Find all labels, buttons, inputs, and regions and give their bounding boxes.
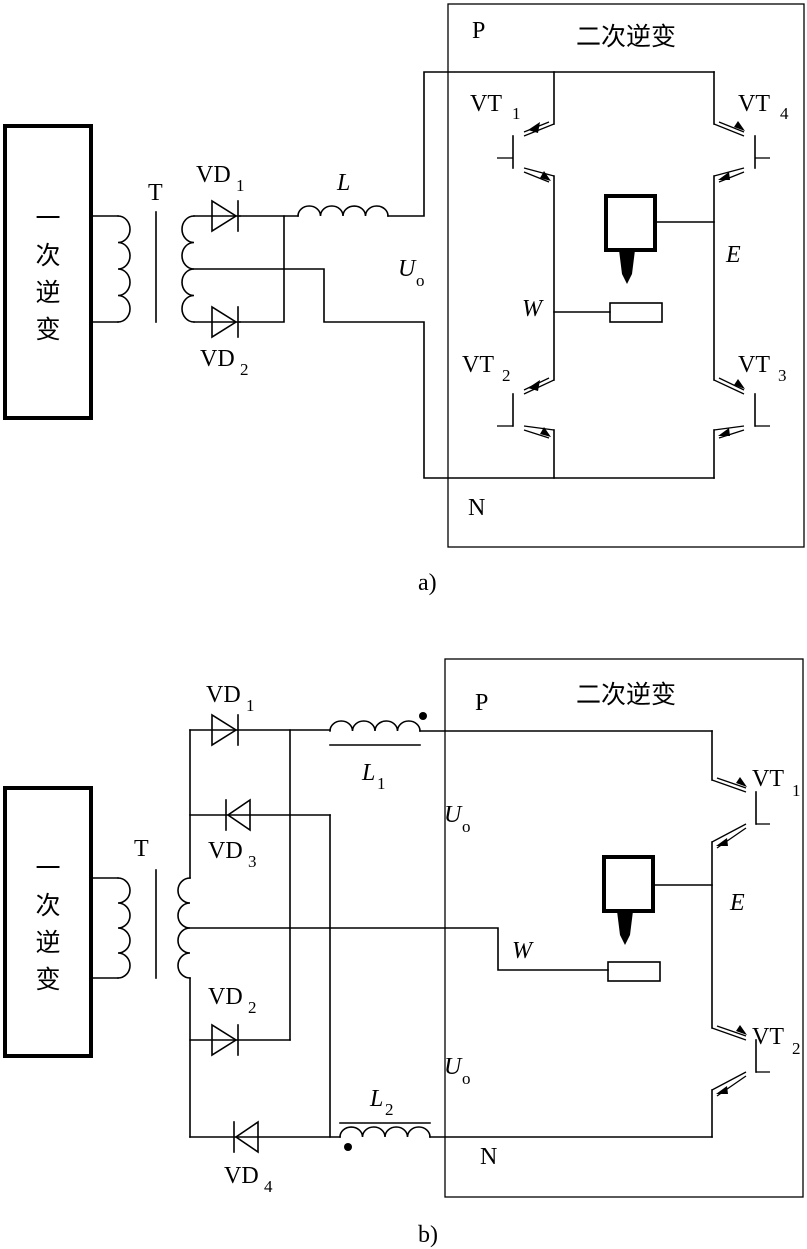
primary-inverter-char-1: 一 bbox=[35, 204, 60, 233]
rail-p-label-a: P bbox=[472, 18, 485, 44]
uo-sub-top-b: o bbox=[462, 817, 471, 836]
transistor-vt1-b: VT 1 bbox=[711, 766, 801, 849]
vd1-label-a: VD bbox=[196, 162, 231, 188]
workpiece-label-b: W bbox=[512, 938, 534, 964]
inductor-l1-sub-b: 1 bbox=[377, 774, 386, 793]
vd1-label-b: VD bbox=[206, 682, 241, 708]
diode-vd1-b: VD 1 bbox=[189, 682, 331, 747]
caption-a: a) bbox=[418, 570, 437, 596]
vt4-sub-a: 4 bbox=[780, 104, 789, 123]
electrode-label-b: E bbox=[729, 890, 745, 916]
vd3-sub-b: 3 bbox=[248, 852, 257, 871]
vt2-sub-b: 2 bbox=[792, 1039, 801, 1058]
primary-inverter-char-2: 次 bbox=[35, 241, 60, 270]
inductor-l2-b: L 2 bbox=[339, 1086, 431, 1151]
primary-inverter-char-3: 逆 bbox=[35, 278, 60, 307]
secondary-inverter-box-b bbox=[444, 658, 804, 1198]
transformer-b: T bbox=[90, 836, 191, 979]
vd2-sub-b: 2 bbox=[248, 998, 257, 1017]
vd1-sub-b: 1 bbox=[246, 696, 255, 715]
primary-inverter-block-b bbox=[3, 786, 93, 1058]
vd4-sub-b: 4 bbox=[264, 1177, 273, 1196]
secondary-inverter-label-a: 二次逆变 bbox=[576, 22, 676, 51]
transformer-secondary-winding-b bbox=[177, 877, 191, 979]
vt1-sub-b: 1 bbox=[792, 781, 801, 800]
vd3-label-b: VD bbox=[208, 838, 243, 864]
uo-label-top-b: U bbox=[444, 802, 463, 828]
primary-inverter-label-a: 一 次 逆 变 bbox=[35, 204, 60, 344]
inductor-l-a bbox=[297, 205, 389, 217]
inductor-l2-sub-b: 2 bbox=[385, 1100, 394, 1119]
inductor-l2-label-b: L bbox=[369, 1086, 383, 1112]
uo-label-a: U bbox=[398, 256, 417, 282]
vt3-label-a: VT bbox=[738, 352, 770, 378]
secondary-inverter-label-b: 二次逆变 bbox=[576, 680, 676, 709]
vt2-sub-a: 2 bbox=[502, 366, 511, 385]
inductor-l1-b: L 1 bbox=[329, 712, 427, 793]
transformer-a: T bbox=[90, 180, 213, 323]
rail-n-label-a: N bbox=[468, 495, 485, 521]
primary-inverter-label-b: 一 次 逆 变 bbox=[35, 854, 60, 994]
diode-vd2-b: VD 2 bbox=[189, 984, 291, 1057]
workpiece-label-a: W bbox=[522, 296, 544, 322]
caption-b: b) bbox=[418, 1222, 438, 1248]
transistor-vt4-a: VT 4 bbox=[713, 91, 789, 183]
vt1-label-a: VT bbox=[470, 91, 502, 117]
vd1-sub-a: 1 bbox=[236, 176, 245, 195]
vt1-label-b: VT bbox=[752, 766, 784, 792]
vd2-sub-a: 2 bbox=[240, 360, 249, 379]
vd2-label-b: VD bbox=[208, 984, 243, 1010]
diagram-a: 一 次 逆 变 T VD 1 VD 2 bbox=[3, 3, 805, 596]
transformer-primary-winding-b bbox=[117, 877, 131, 979]
diode-vd3-b: VD 3 bbox=[189, 798, 331, 871]
primary-inverter-char-4: 变 bbox=[35, 315, 60, 344]
primary-inverter-char-4-b: 变 bbox=[35, 965, 60, 994]
workpiece-b bbox=[607, 961, 661, 982]
rail-p-label-b: P bbox=[475, 690, 488, 716]
vt2-label-a: VT bbox=[462, 352, 494, 378]
diode-vd2-a: VD 2 bbox=[200, 305, 249, 379]
electrode-label-a: E bbox=[725, 242, 741, 268]
transformer-label-a: T bbox=[148, 180, 163, 206]
transistor-vt1-a: VT 1 bbox=[470, 91, 555, 183]
transformer-primary-winding-a bbox=[117, 215, 131, 323]
inductor-l1-label-b: L bbox=[361, 760, 375, 786]
rail-n-label-b: N bbox=[480, 1144, 497, 1170]
transformer-label-b: T bbox=[134, 836, 149, 862]
inductor-l-label-a: L bbox=[336, 170, 350, 196]
vt4-label-a: VT bbox=[738, 91, 770, 117]
welding-torch-a bbox=[604, 194, 657, 284]
primary-inverter-char-3-b: 逆 bbox=[35, 928, 60, 957]
transformer-secondary-winding-a bbox=[181, 215, 195, 323]
transistor-vt2-a: VT 2 bbox=[462, 352, 555, 439]
transistor-vt2-b: VT 2 bbox=[711, 1024, 801, 1097]
vd2-label-a: VD bbox=[200, 346, 235, 372]
diagram-b: 一 次 逆 变 T VD 1 VD bbox=[3, 658, 804, 1248]
primary-inverter-char-1-b: 一 bbox=[35, 854, 60, 883]
welding-torch-b bbox=[602, 855, 655, 945]
vd4-label-b: VD bbox=[224, 1163, 259, 1189]
diode-vd1-a: VD 1 bbox=[196, 162, 245, 233]
transistor-vt3-a: VT 3 bbox=[713, 352, 787, 439]
uo-label-bottom-b: U bbox=[444, 1054, 463, 1080]
primary-inverter-block-a bbox=[3, 124, 93, 420]
workpiece-a bbox=[609, 302, 663, 323]
uo-sub-bottom-b: o bbox=[462, 1069, 471, 1088]
diode-vd4-b: VD 4 bbox=[189, 1120, 341, 1196]
uo-sub-a: o bbox=[416, 271, 425, 290]
primary-inverter-char-2-b: 次 bbox=[35, 891, 60, 920]
vt2-label-b: VT bbox=[752, 1024, 784, 1050]
secondary-inverter-box-a bbox=[447, 3, 805, 548]
vt1-sub-a: 1 bbox=[512, 104, 521, 123]
vt3-sub-a: 3 bbox=[778, 366, 787, 385]
